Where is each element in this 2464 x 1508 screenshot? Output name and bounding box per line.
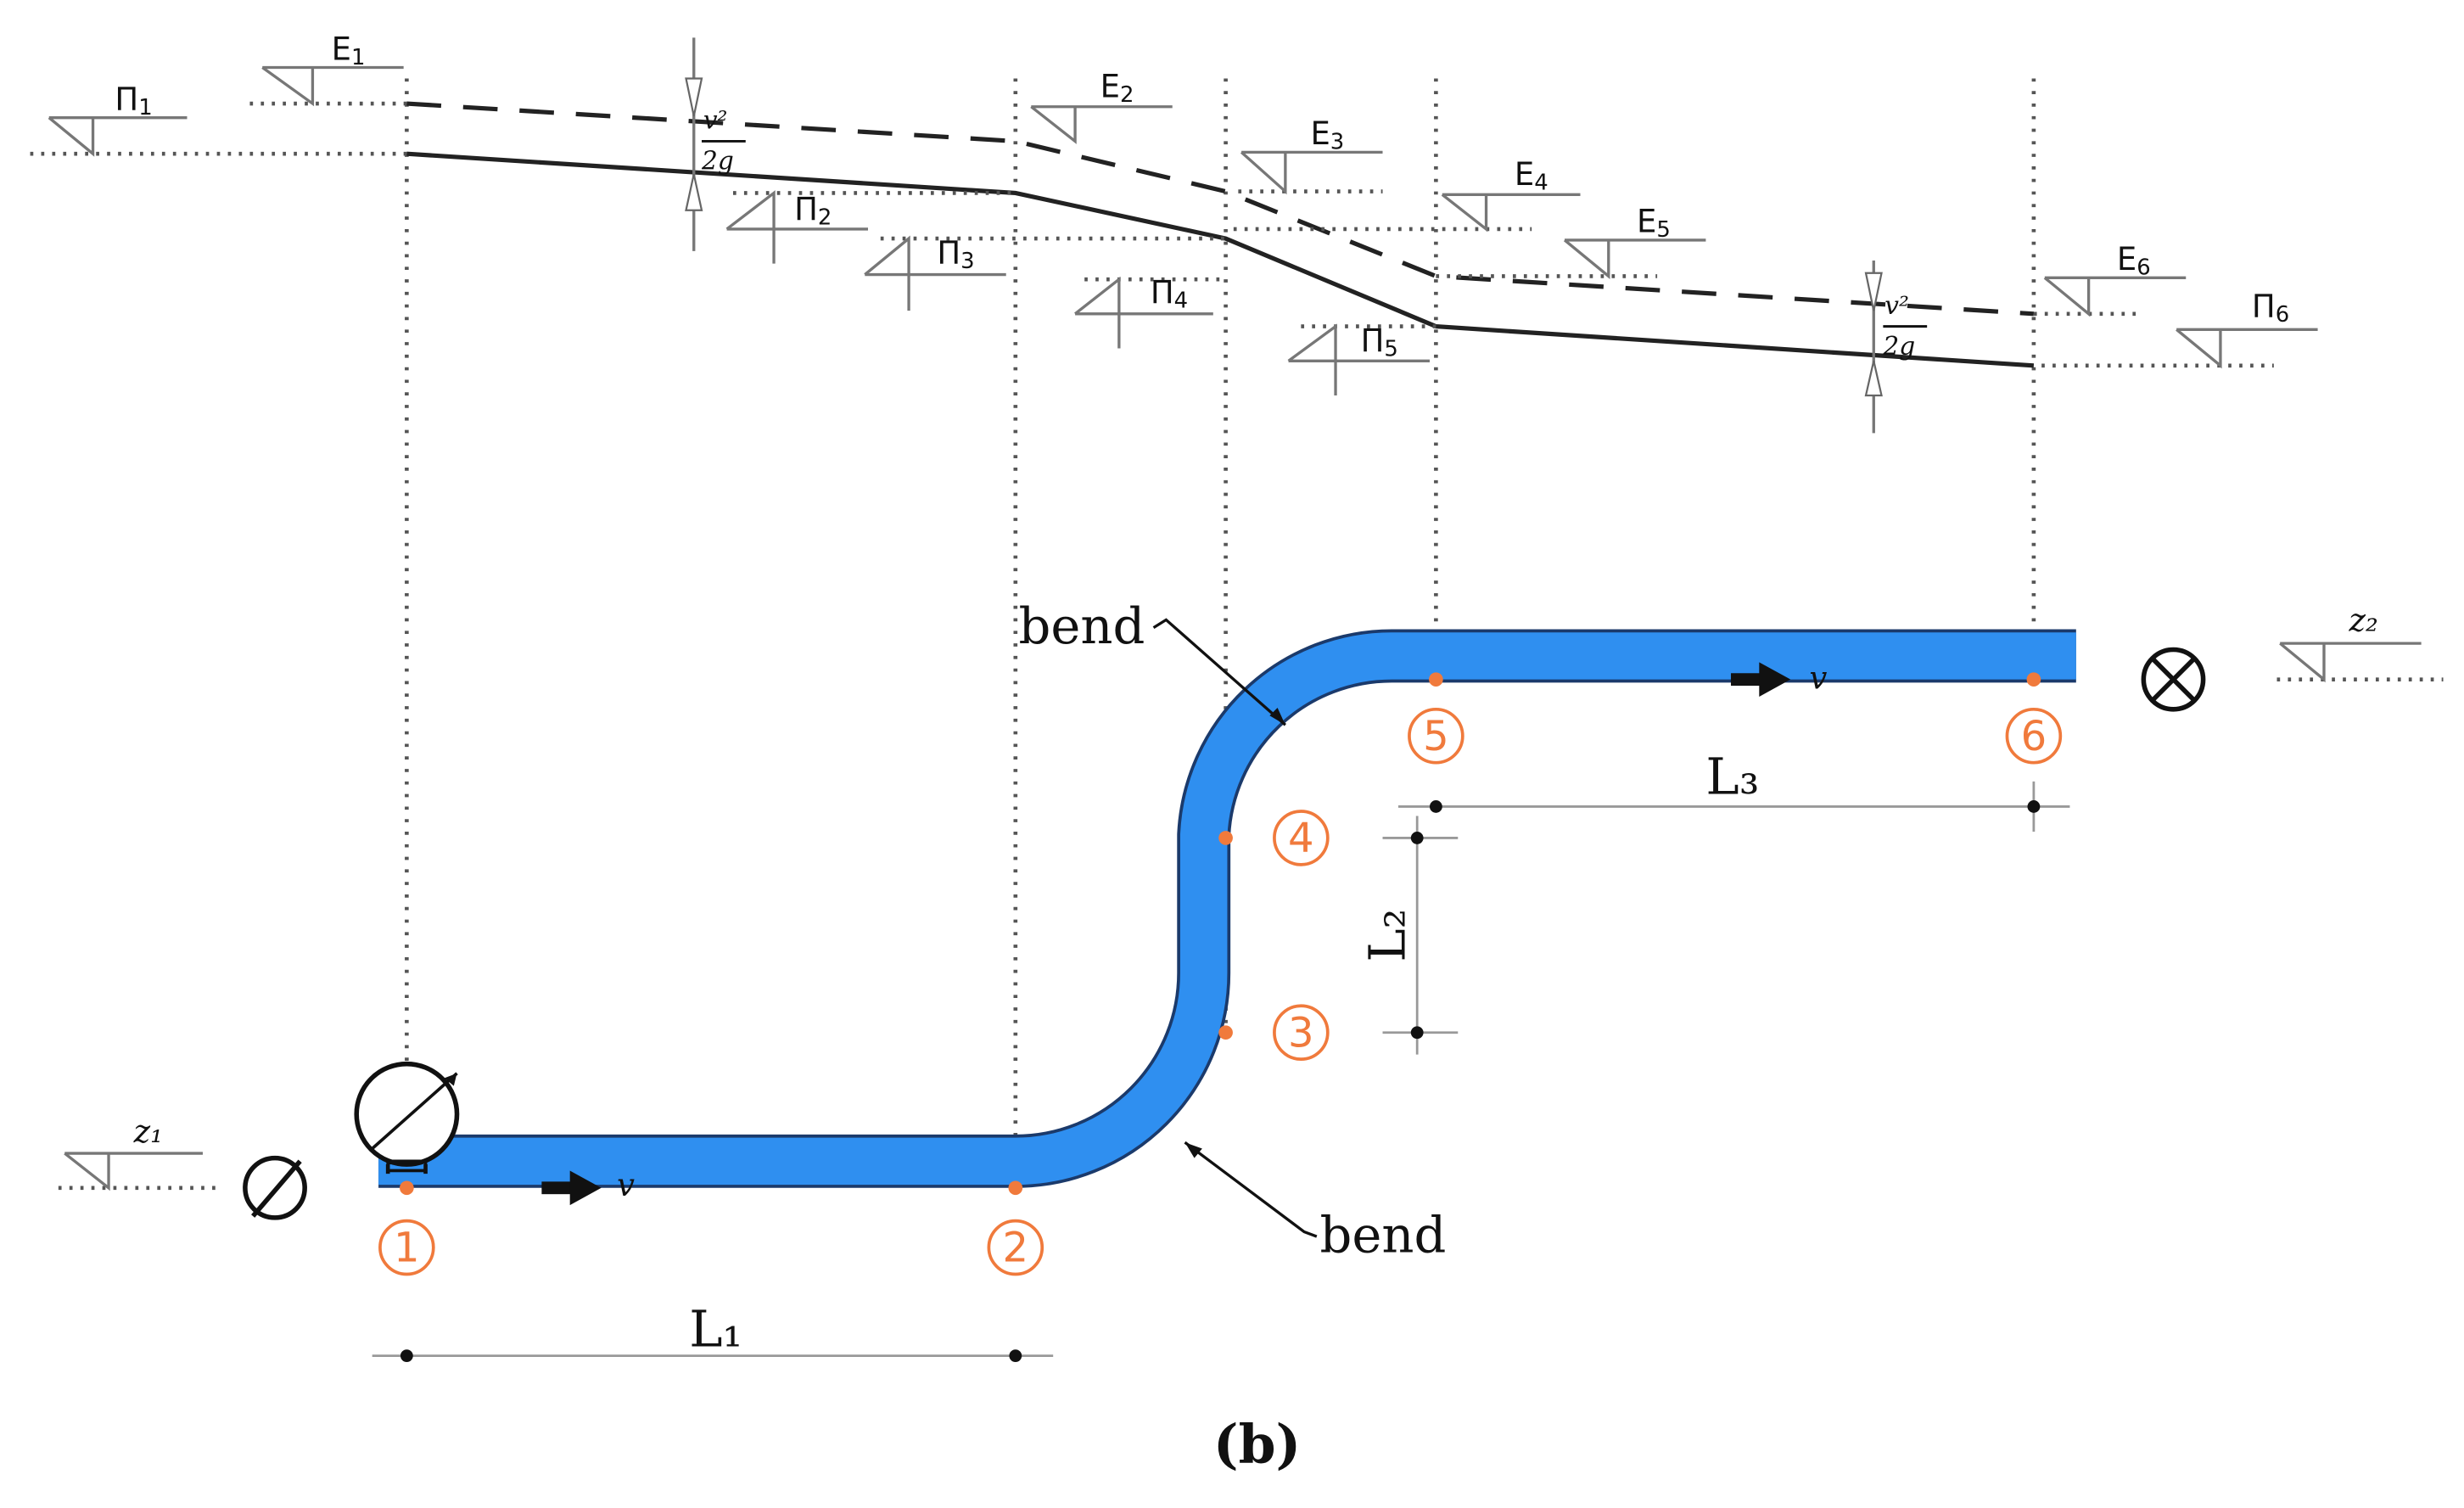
svg-text:v²: v² — [703, 106, 728, 135]
svg-text:4: 4 — [1288, 815, 1314, 862]
svg-text:2g: 2g — [1882, 332, 1915, 361]
measurement-point-4 — [1218, 831, 1233, 845]
bend-label-upper: bend — [1019, 597, 1286, 726]
measurement-point-3 — [1218, 1025, 1233, 1040]
level-marker-e1 — [261, 65, 404, 107]
svg-text:Π3: Π3 — [937, 235, 974, 275]
section-reference-lines — [405, 78, 2036, 1193]
level-marker-e6 — [2043, 276, 2187, 317]
velocity-head-annotation-1: v² 2g — [685, 37, 746, 251]
svg-text:Π5: Π5 — [1361, 322, 1398, 362]
energy-grade-line — [406, 101, 2035, 317]
level-labels: E1 Π1 Π2 E2 Π3 E3 Π4 E4 Π5 E5 E6 — [115, 31, 2377, 1150]
z2-label: z₂ — [2349, 602, 2378, 638]
level-marker-pi2 — [725, 190, 869, 264]
bend-label-lower: bend — [1184, 1141, 1447, 1264]
point-label-6: 6 — [2005, 707, 2063, 765]
pressure-gauge-icon — [354, 1061, 460, 1174]
hydraulic-grade-line — [406, 151, 2035, 368]
svg-text:2g: 2g — [701, 147, 734, 176]
level-marker-e3 — [1240, 150, 1383, 195]
pipe-water — [378, 632, 2076, 1186]
length-dimension-l3: L₃ — [1398, 748, 2070, 832]
svg-text:E2: E2 — [1100, 69, 1134, 109]
flow-arrow-icon: v — [541, 1167, 635, 1206]
point-label-3: 3 — [1273, 1004, 1330, 1062]
level-marker-e4 — [1441, 193, 1581, 233]
svg-text:Π6: Π6 — [2252, 289, 2289, 328]
svg-text:L₂: L₂ — [1358, 909, 1416, 962]
pipe — [378, 629, 2076, 1188]
level-marker-pi6 — [2176, 328, 2318, 369]
svg-text:6: 6 — [2021, 713, 2047, 760]
velocity-head-annotation-2: v² 2g — [1864, 260, 1928, 434]
svg-text:E1: E1 — [332, 31, 366, 70]
inlet-valve-icon — [243, 1155, 307, 1220]
point-label-1: 1 — [378, 1219, 435, 1276]
svg-text:Π1: Π1 — [115, 81, 152, 121]
level-markers — [48, 65, 2422, 1191]
svg-text:L₃: L₃ — [1705, 748, 1759, 806]
measurement-point-5 — [1429, 672, 1443, 687]
point-label-5: 5 — [1408, 707, 1464, 765]
svg-text:3: 3 — [1288, 1009, 1314, 1057]
point-number-labels: 1 2 3 4 5 6 — [378, 707, 2063, 1276]
level-marker-pi5 — [1287, 323, 1430, 395]
svg-text:v: v — [617, 1167, 635, 1203]
svg-text:E3: E3 — [1310, 115, 1344, 155]
svg-text:5: 5 — [1423, 713, 1449, 760]
svg-text:2: 2 — [1003, 1225, 1029, 1272]
svg-text:E5: E5 — [1637, 204, 1671, 244]
length-dimension-l2: L₂ — [1358, 816, 1459, 1055]
level-marker-pi4 — [1074, 276, 1213, 349]
length-dimension-l1: L₁ — [372, 1300, 1054, 1363]
flow-arrow-icon: v — [1731, 660, 1827, 698]
level-marker-e2 — [1030, 105, 1173, 144]
svg-text:L₁: L₁ — [689, 1300, 742, 1359]
point-label-4: 4 — [1273, 810, 1330, 866]
level-reference-lines — [30, 101, 2444, 1191]
energy-label-main: E — [332, 31, 351, 67]
level-marker-z2 — [2279, 642, 2422, 683]
measurement-point-2 — [1008, 1180, 1023, 1196]
svg-text:v²: v² — [1884, 291, 1909, 320]
svg-text:bend: bend — [1320, 1206, 1447, 1264]
level-marker-z1 — [64, 1152, 203, 1191]
measurement-point-6 — [2026, 672, 2041, 687]
svg-text:bend: bend — [1019, 597, 1145, 655]
measurement-point-1 — [400, 1180, 414, 1196]
point-label-2: 2 — [987, 1219, 1044, 1276]
svg-text:v: v — [1809, 660, 1827, 697]
measurement-points — [400, 672, 2041, 1196]
outlet-valve-icon — [2141, 647, 2206, 712]
level-marker-pi3 — [864, 235, 1006, 311]
svg-text:E6: E6 — [2117, 241, 2151, 281]
figure-caption: (b) — [1213, 1412, 1301, 1475]
svg-text:Π2: Π2 — [794, 191, 832, 231]
level-marker-e5 — [1563, 238, 1706, 279]
svg-text:Π4: Π4 — [1151, 274, 1188, 314]
svg-text:E4: E4 — [1515, 156, 1548, 196]
level-marker-pi1 — [48, 116, 188, 157]
z1-label: z₁ — [133, 1113, 163, 1150]
svg-text:1: 1 — [394, 1225, 420, 1272]
